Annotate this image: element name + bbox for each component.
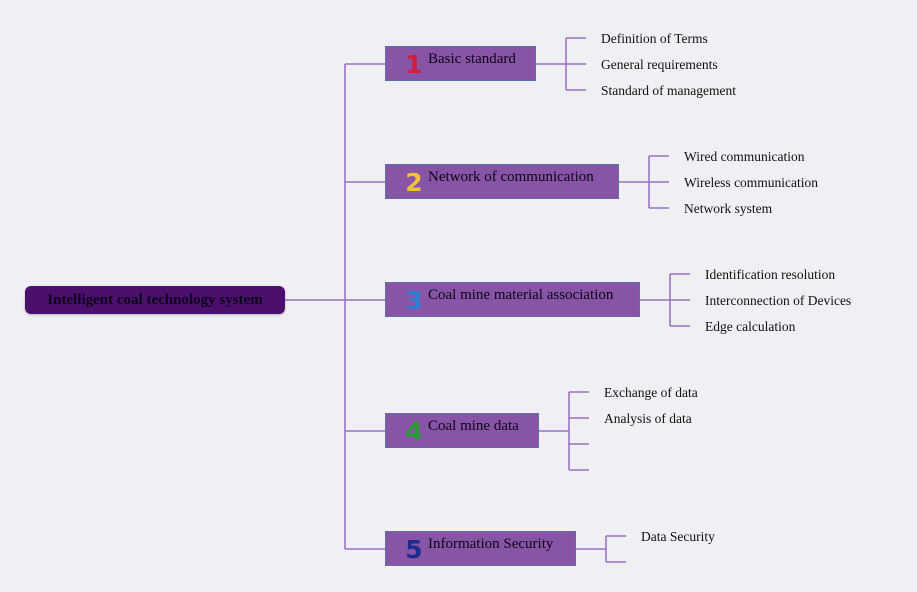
- branch-label: Network of communication: [428, 169, 594, 185]
- branch-label: Coal mine data: [428, 418, 519, 434]
- branch-node-information-security[interactable]: 5 Information Security: [385, 531, 576, 566]
- leaf-item[interactable]: Interconnection of Devices: [705, 293, 852, 308]
- branch-node-network-of-communication[interactable]: 2 Network of communication: [385, 164, 619, 199]
- branch-node-coal-mine-material-association[interactable]: 3 Coal mine material association: [385, 282, 640, 317]
- branch-node-basic-standard[interactable]: 1 Basic standard: [385, 46, 536, 81]
- leaf-item[interactable]: Analysis of data: [604, 411, 692, 426]
- leaf-item[interactable]: Edge calculation: [705, 319, 796, 334]
- number-4-icon: 4: [405, 417, 423, 446]
- leaf-item[interactable]: Definition of Terms: [601, 31, 708, 46]
- leaf-item[interactable]: Exchange of data: [604, 385, 698, 400]
- number-5-icon: 5: [405, 535, 423, 564]
- number-1-icon: 1: [405, 50, 423, 79]
- branch-label: Coal mine material association: [428, 287, 614, 303]
- root-node[interactable]: Intelligent coal technology system: [25, 286, 285, 314]
- number-2-icon: 2: [405, 168, 423, 197]
- leaf-item[interactable]: Standard of management: [601, 83, 736, 98]
- branch-node-coal-mine-data[interactable]: 4 Coal mine data: [385, 413, 539, 448]
- leaf-item[interactable]: Identification resolution: [705, 267, 836, 282]
- branch-label: Basic standard: [428, 51, 516, 67]
- leaf-item[interactable]: Data Security: [641, 529, 715, 544]
- leaf-item[interactable]: Network system: [684, 201, 773, 216]
- number-3-icon: 3: [405, 286, 423, 315]
- branch-label: Information Security: [428, 536, 554, 552]
- leaf-item[interactable]: Wired communication: [684, 149, 805, 164]
- leaf-item[interactable]: General requirements: [601, 57, 718, 72]
- root-label: Intelligent coal technology system: [47, 291, 263, 308]
- leaf-item[interactable]: Wireless communication: [684, 175, 819, 190]
